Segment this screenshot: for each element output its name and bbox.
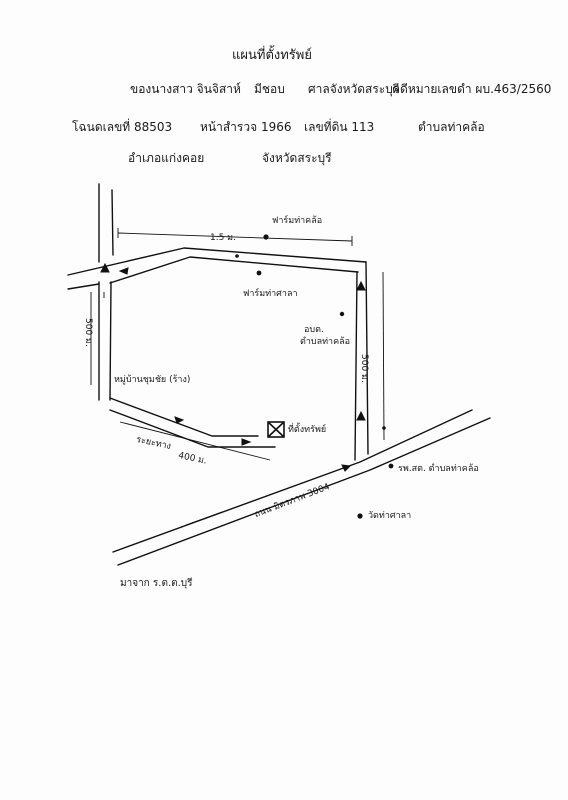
marker-hospital bbox=[388, 463, 394, 469]
arrow-left-road bbox=[100, 262, 110, 273]
survey-page: หน้าสำรวจ 1966 bbox=[200, 120, 292, 134]
branch-road-upper bbox=[109, 397, 259, 437]
dim-line-mid bbox=[119, 421, 271, 461]
marker-right-dim bbox=[382, 426, 386, 430]
label-tambon-office-2: ตำบลท่าคล้อ bbox=[300, 337, 351, 347]
marker-temple bbox=[357, 513, 363, 519]
signature-note: มาจาก ร.ต.ต.บุรี bbox=[120, 578, 193, 589]
label-hospital: รพ.สต. ตำบลท่าคล้อ bbox=[398, 464, 479, 474]
label-village: หมู่บ้านชุมชัย (ร้าง) bbox=[114, 375, 191, 385]
marker-road-top bbox=[235, 254, 239, 258]
road-top-upper bbox=[67, 247, 367, 276]
deed-number: โฉนดเลขที่ 88503 bbox=[72, 120, 173, 134]
case-label: มีชอบ bbox=[254, 82, 285, 96]
road-right-west-edge bbox=[354, 271, 358, 461]
label-temple: วัดท่าศาลา bbox=[368, 511, 412, 521]
arrow-right-road-low bbox=[356, 410, 366, 421]
highway-lower-edge bbox=[117, 417, 491, 566]
marker-farm-thakhlo bbox=[263, 234, 269, 240]
road-top-lower bbox=[109, 256, 359, 284]
owner-name: ของนางสาว จินจิสาห์ bbox=[130, 82, 241, 96]
property-marker-icon bbox=[267, 421, 285, 438]
court-name: ศาลจังหวัดสระบุรี bbox=[308, 82, 400, 96]
road-top-stub bbox=[67, 283, 100, 290]
district: อำเภอแก่งคอย bbox=[128, 151, 205, 165]
road-left-east-lower bbox=[109, 281, 112, 401]
province: จังหวัดสระบุรี bbox=[262, 151, 332, 165]
label-farm-thakhlo: ฟาร์มท่าคล้อ bbox=[272, 216, 323, 226]
arrow-highway bbox=[341, 464, 352, 472]
road-left-east-edge bbox=[111, 189, 114, 256]
road-right-east-edge bbox=[365, 261, 369, 455]
arrow-right-road bbox=[356, 280, 366, 291]
map-title: แผนที่ตั้งทรัพย์ bbox=[232, 48, 312, 63]
label-farm-thasala: ฟาร์มท่าศาลา bbox=[243, 289, 298, 299]
subdistrict: ตำบลท่าคล้อ bbox=[418, 120, 485, 134]
arrow-road-top bbox=[118, 267, 129, 275]
label-distance-left: 500 ม. bbox=[83, 318, 93, 347]
arrow-branch-2 bbox=[241, 438, 252, 446]
case-number: คดีหมายเลขดำ ผบ.463/2560 bbox=[392, 82, 552, 96]
label-tambon-office-1: อบต. bbox=[304, 325, 324, 335]
dim-line-right bbox=[382, 271, 385, 441]
label-distance-top: 1.5 ม. bbox=[210, 233, 236, 243]
label-distance-right: 500 ม. bbox=[359, 354, 369, 383]
branch-road-lower bbox=[109, 409, 276, 448]
highway-arrow-line bbox=[185, 511, 223, 526]
land-number: เลขที่ดิน 113 bbox=[304, 120, 375, 134]
label-property: ที่ตั้งทรัพย์ bbox=[288, 425, 327, 435]
marker-tambon-office bbox=[339, 311, 345, 317]
marker-farm-thasala bbox=[256, 270, 262, 276]
dim-line-top bbox=[117, 232, 353, 242]
arrow-branch-1 bbox=[174, 416, 185, 424]
